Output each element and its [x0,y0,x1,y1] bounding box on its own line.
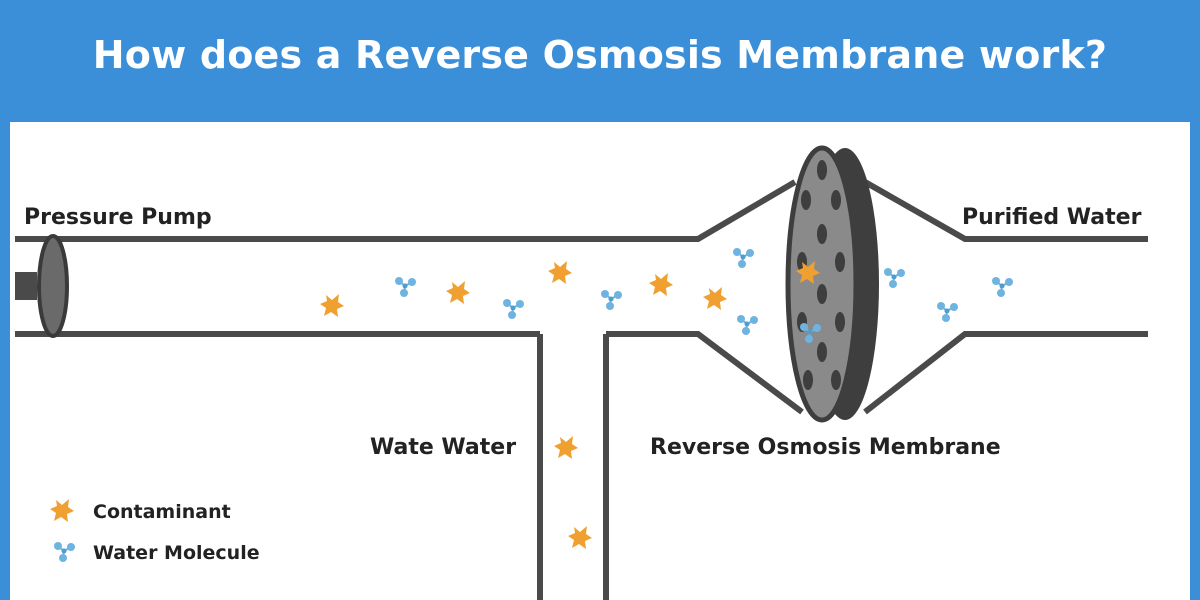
water-molecules [394,247,1014,344]
label-ro-membrane: Reverse Osmosis Membrane [650,435,1001,460]
contaminant-icon [548,261,572,284]
contaminants [320,261,820,549]
page-title: How does a Reverse Osmosis Membrane work… [92,33,1108,77]
water-molecule-icon [883,267,906,289]
contaminant-icon [446,281,470,304]
water-molecule-icon [394,276,417,298]
diagram-panel: Pressure Pump Purified Water Wate Water … [10,122,1190,600]
water-molecule-icon [936,301,959,323]
pressure-pump [15,234,69,338]
contaminant-icon [320,294,344,317]
water-molecule-icon [732,247,755,269]
water-molecule-icon [991,276,1014,298]
water-molecule-icon [736,314,759,336]
legend-contaminant-label: Contaminant [93,501,231,523]
waste-pipe [537,334,609,600]
legend-water-molecule-label: Water Molecule [93,542,260,564]
contaminant-icon [649,273,673,296]
ro-membrane [785,145,879,423]
legend-water-molecule-icon [53,541,76,563]
legend: Contaminant Water Molecule [50,499,260,564]
label-waste-water: Wate Water [370,435,516,460]
label-pressure-pump: Pressure Pump [24,205,212,230]
contaminant-icon [568,526,592,549]
main-pipe [15,179,1148,415]
header-banner: How does a Reverse Osmosis Membrane work… [0,0,1200,122]
water-molecule-icon [600,289,623,311]
label-purified-water: Purified Water [962,205,1142,230]
water-molecule-icon [502,298,525,320]
ro-diagram: Pressure Pump Purified Water Wate Water … [15,145,1148,600]
contaminant-icon [703,287,727,310]
contaminant-icon [554,436,578,459]
legend-contaminant-icon [50,499,74,522]
